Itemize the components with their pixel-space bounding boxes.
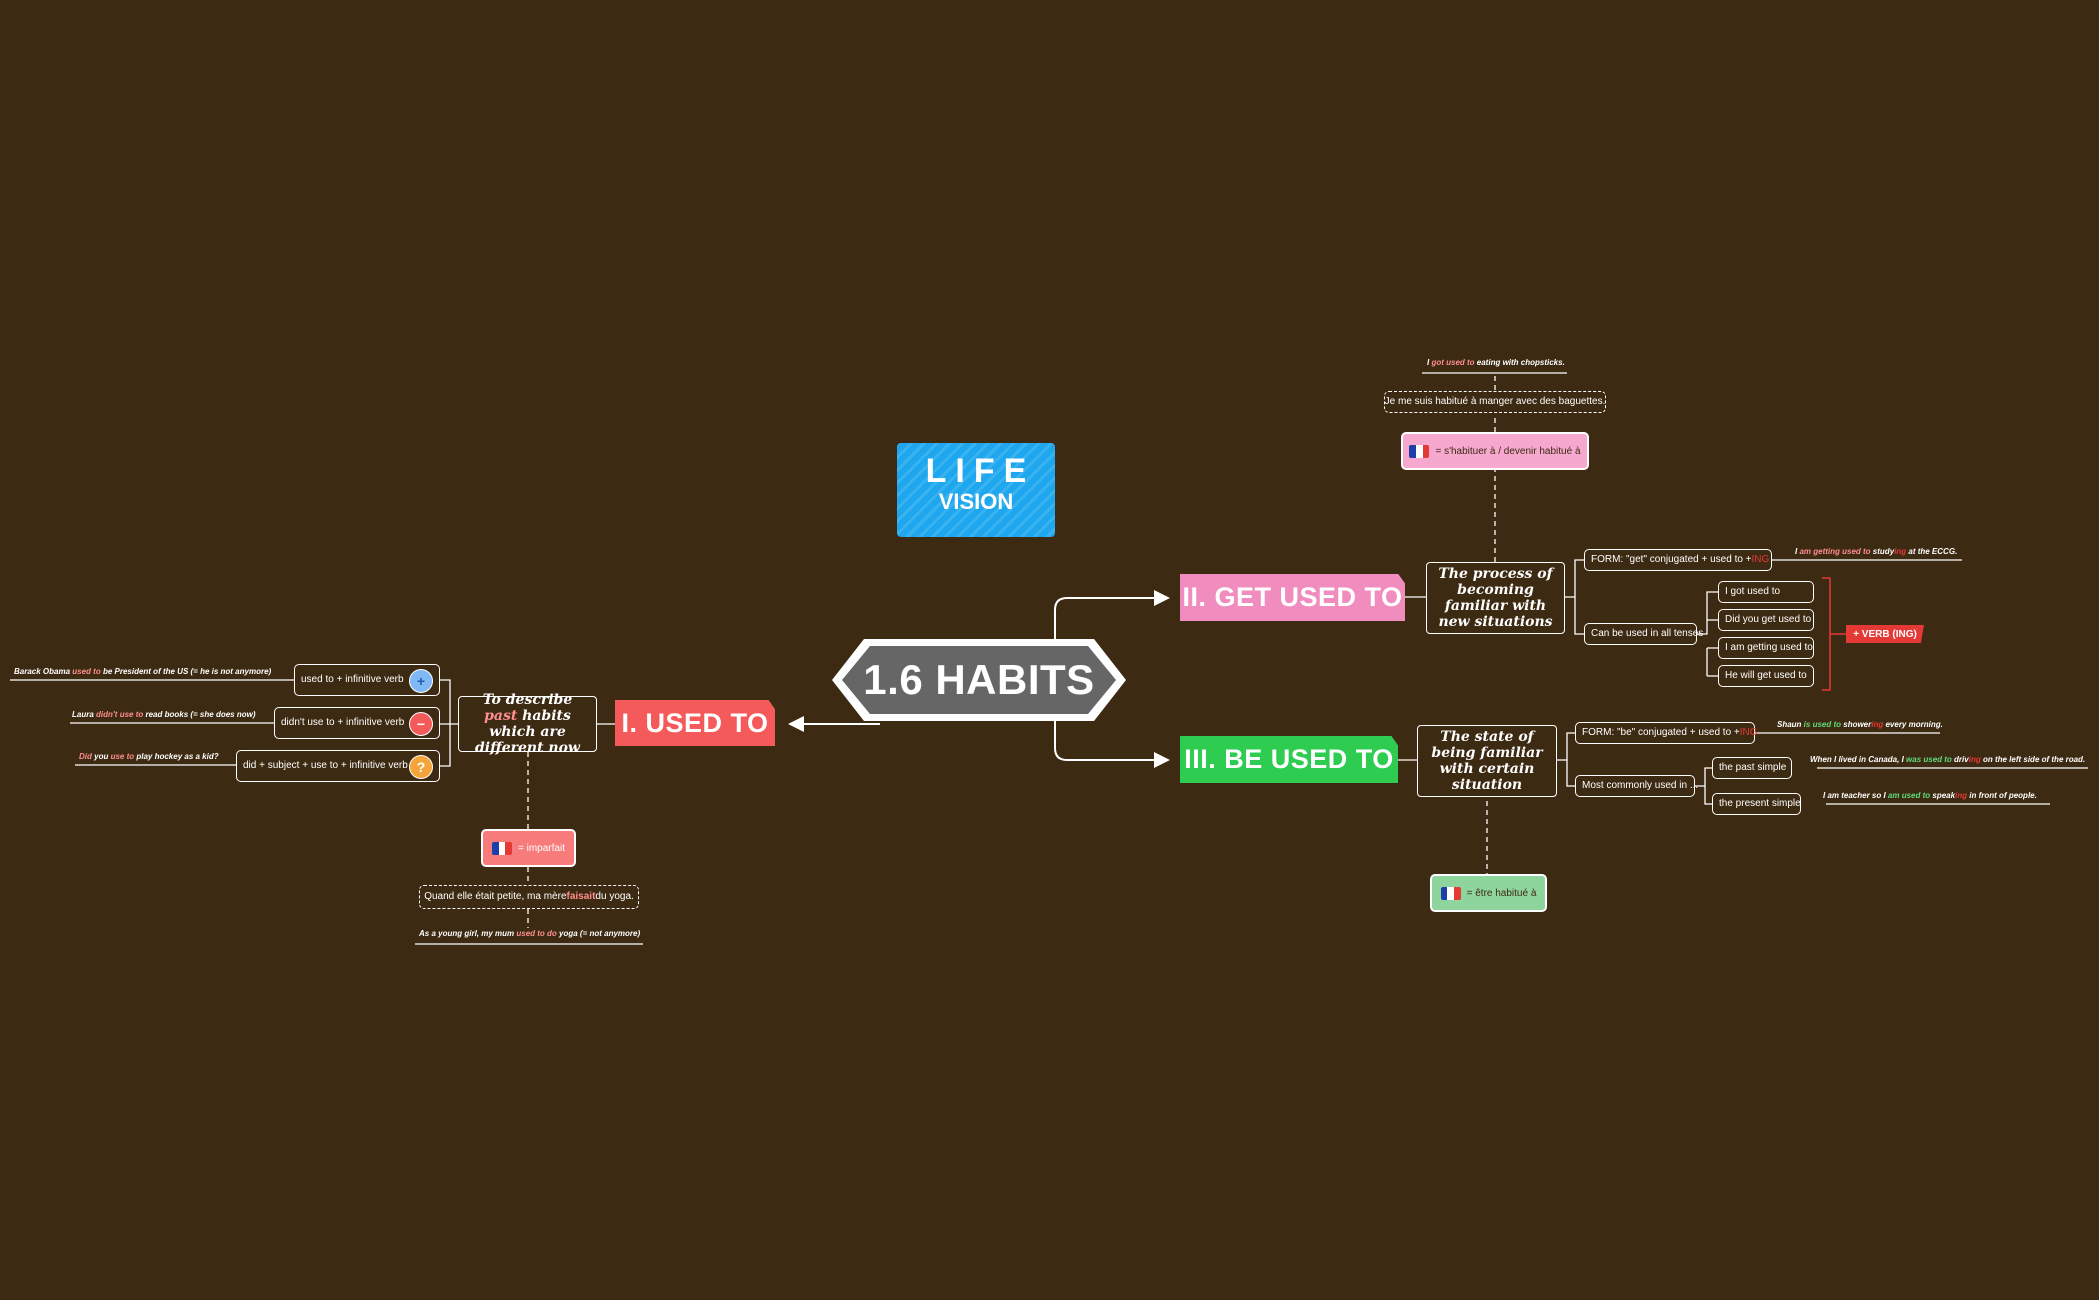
be-used-to-tense-present-simple[interactable]: the present simple bbox=[1712, 793, 1801, 815]
logo-line-2: VISION bbox=[938, 489, 1014, 514]
connector-central-be-used-to bbox=[1054, 710, 1170, 768]
get-used-to-tense-4[interactable]: He will get used to bbox=[1718, 665, 1814, 687]
used-to-french-example[interactable]: Quand elle était petite, ma mère faisait… bbox=[419, 885, 639, 909]
used-to-example-1: Barack Obama used to be President of the… bbox=[14, 667, 272, 676]
be-used-to-present-example: I am teacher so I am used to speaking in… bbox=[1823, 791, 2037, 800]
get-used-to-english-example: I got used to eating with chopsticks. bbox=[1427, 358, 1565, 367]
life-vision-logo: LIFE VISION bbox=[897, 443, 1055, 537]
verb-ing-bracket bbox=[1822, 577, 1846, 691]
be-used-to-french-equivalent[interactable]: = être habitué à bbox=[1430, 874, 1547, 912]
get-used-to-tense-2[interactable]: Did you get used to bbox=[1718, 609, 1814, 631]
be-used-to-common-label[interactable]: Most commonly used in ... bbox=[1575, 775, 1698, 797]
question-icon: ? bbox=[409, 755, 433, 779]
get-used-to-french-equivalent[interactable]: = s'habituer à / devenir habitué à bbox=[1401, 432, 1589, 470]
used-to-definition[interactable]: To describe past habits which are differ… bbox=[458, 692, 597, 756]
be-used-to-form[interactable]: FORM: "be" conjugated + used to + ING bbox=[1575, 722, 1758, 744]
get-used-to-tense-3[interactable]: I am getting used to bbox=[1718, 637, 1814, 659]
get-used-to-tenses-label[interactable]: Can be used in all tenses bbox=[1584, 623, 1703, 645]
get-used-to-form[interactable]: FORM: "get" conjugated + used to + ING bbox=[1584, 549, 1772, 571]
used-to-example-3: Did you use to play hockey as a kid? bbox=[79, 752, 219, 761]
french-flag-icon bbox=[492, 841, 513, 855]
plus-icon: + bbox=[409, 669, 433, 693]
be-used-to-form-example: Shaun is used to showering every morning… bbox=[1777, 720, 1943, 729]
used-to-title[interactable]: I. USED TO bbox=[615, 700, 775, 746]
be-used-to-tense-past-simple[interactable]: the past simple bbox=[1712, 757, 1792, 779]
verb-ing-tag[interactable]: + VERB (ING) bbox=[1846, 625, 1924, 643]
get-used-to-form-example: I am getting used to studying at the ECC… bbox=[1795, 547, 1958, 556]
get-used-to-french-example[interactable]: Je me suis habitué à manger avec des bag… bbox=[1384, 391, 1606, 413]
french-flag-icon bbox=[1440, 886, 1461, 900]
minus-icon: − bbox=[409, 712, 433, 736]
get-used-to-tense-1[interactable]: I got used to bbox=[1718, 581, 1814, 603]
used-to-english-example: As a young girl, my mum used to do yoga … bbox=[419, 929, 641, 938]
logo-line-1: LIFE bbox=[925, 452, 1036, 490]
get-used-to-title[interactable]: II. GET USED TO bbox=[1180, 574, 1405, 621]
central-node[interactable] bbox=[828, 636, 1130, 724]
used-to-form-question[interactable]: did + subject + use to + infinitive verb bbox=[236, 750, 440, 782]
be-used-to-past-example: When I lived in Canada, I was used to dr… bbox=[1810, 755, 2086, 764]
used-to-example-2: Laura didn't use to read books (= she do… bbox=[72, 710, 256, 719]
get-used-to-definition[interactable]: The process of becoming familiar with ne… bbox=[1426, 562, 1565, 634]
central-title: 1.6 HABITS bbox=[863, 656, 1095, 703]
be-used-to-definition[interactable]: The state of being familiar with certain… bbox=[1417, 725, 1557, 797]
connector-central-get-used-to bbox=[1054, 590, 1170, 650]
french-flag-icon bbox=[1409, 444, 1430, 458]
used-to-definition-text: To describe past habits which are differ… bbox=[475, 692, 580, 756]
be-used-to-title[interactable]: III. BE USED TO bbox=[1180, 736, 1398, 783]
used-to-french-equivalent[interactable]: = imparfait bbox=[481, 829, 576, 867]
